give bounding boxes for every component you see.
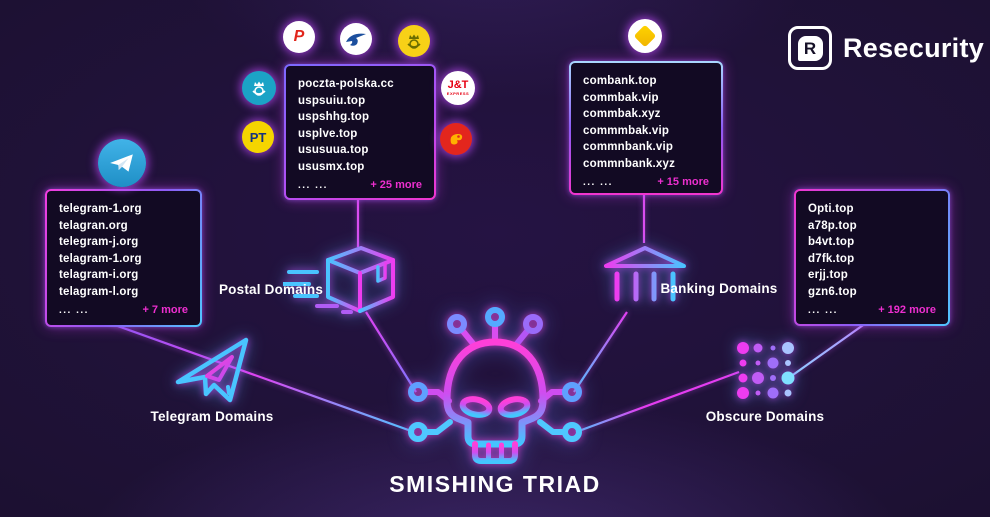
postal-logo-posthorn-teal <box>242 71 276 105</box>
domain-item: telagram-l.org <box>59 285 139 298</box>
domain-item: ususuua.top <box>298 144 369 156</box>
box-footer: ... ... + 192 more <box>808 304 936 316</box>
r-letter: R <box>803 38 817 58</box>
domain-item: ususmx.top <box>298 160 365 173</box>
postal-domains-label: Postal Domains <box>218 282 324 297</box>
domain-item: combank.top <box>583 75 657 87</box>
domain-item: commbak.vip <box>583 91 659 104</box>
crown-posthorn-icon <box>252 81 266 96</box>
obscure-domains-label: Obscure Domains <box>705 409 825 424</box>
postal-logo-poczta: P <box>283 21 315 53</box>
postal-logo-swallow <box>340 23 372 55</box>
dots-grid-icon <box>737 342 795 399</box>
banking-domains-label: Banking Domains <box>660 281 778 296</box>
resecurity-logo-icon: R <box>788 26 832 70</box>
jt-text: J&T <box>447 78 469 91</box>
jt-subtext: EXPRESS <box>446 90 470 96</box>
ellipsis-text: ... ... <box>298 179 328 191</box>
poczta-letter: P <box>293 28 305 45</box>
domain-item: erjj.top <box>808 269 848 281</box>
domain-item: usplve.top <box>298 127 358 140</box>
domain-item: commbak.xyz <box>583 108 661 120</box>
box-footer: ... ... + 7 more <box>59 304 188 316</box>
postal-domains-box: poczta-polska.cc uspsuiu.top uspshhg.top… <box>284 64 436 200</box>
brand-name: Resecurity <box>843 32 985 63</box>
domain-item: commnbank.vip <box>583 141 674 153</box>
postal-logo-jt-express: J&T EXPRESS <box>441 71 475 105</box>
domain-item: a78p.top <box>808 219 857 232</box>
box-footer: ... ... + 15 more <box>583 176 709 188</box>
telegram-plane-icon <box>110 154 133 172</box>
postal-logo-correos <box>398 25 430 57</box>
orange-swirl-icon <box>450 133 463 145</box>
banking-domains-box: combank.top commbak.vip commbak.xyz comm… <box>569 61 723 195</box>
domain-item: commmbak.vip <box>583 124 670 137</box>
more-count: + 7 more <box>142 304 188 316</box>
box-footer: ... ... + 25 more <box>298 179 422 191</box>
ellipsis-text: ... ... <box>583 176 613 188</box>
page-title: SMISHING TRIAD <box>389 471 601 497</box>
r-glyph: R <box>797 35 823 61</box>
brand-lockup: R Resecurity <box>788 26 984 70</box>
parcel-box-icon <box>283 246 395 314</box>
domain-item: poczta-polska.cc <box>298 78 394 90</box>
skull-malware-icon <box>408 307 582 464</box>
domain-item: telagram-i.org <box>59 269 139 281</box>
domain-item: d7fk.top <box>808 252 855 265</box>
ellipsis-text: ... ... <box>59 304 89 316</box>
domain-item: telegram-j.org <box>59 236 139 248</box>
more-count: + 192 more <box>878 304 936 316</box>
domain-item: telagran.org <box>59 219 128 232</box>
obscure-domains-box: Opti.top a78p.top b4vt.top d7fk.top erjj… <box>794 189 950 326</box>
domain-item: telagram-1.org <box>59 252 142 265</box>
bank-building-icon <box>603 246 687 315</box>
domain-item: uspshhg.top <box>298 111 370 123</box>
yellow-diamond-icon <box>633 24 657 48</box>
crown-posthorn-icon <box>407 34 421 49</box>
telegram-domains-label: Telegram Domains <box>150 409 274 424</box>
more-count: + 25 more <box>370 179 422 191</box>
more-count: + 15 more <box>657 176 709 188</box>
domain-item: gzn6.top <box>808 285 857 298</box>
ellipsis-text: ... ... <box>808 304 838 316</box>
telegram-logo <box>98 139 146 187</box>
domain-item: telegram-1.org <box>59 203 142 215</box>
domain-item: Opti.top <box>808 203 854 215</box>
postal-logo-ctt: PT <box>242 121 274 153</box>
domain-item: commnbank.xyz <box>583 157 676 170</box>
domain-item: uspsuiu.top <box>298 94 366 107</box>
paper-plane-icon <box>175 337 249 403</box>
domain-item: b4vt.top <box>808 236 855 248</box>
telegram-domains-box: telegram-1.org telagran.org telegram-j.o… <box>45 189 202 327</box>
swallow-bird-icon <box>346 33 366 46</box>
postal-logo-swirl <box>440 123 472 155</box>
ctt-text: PT <box>249 129 267 145</box>
banking-logo-commbank <box>628 19 662 53</box>
